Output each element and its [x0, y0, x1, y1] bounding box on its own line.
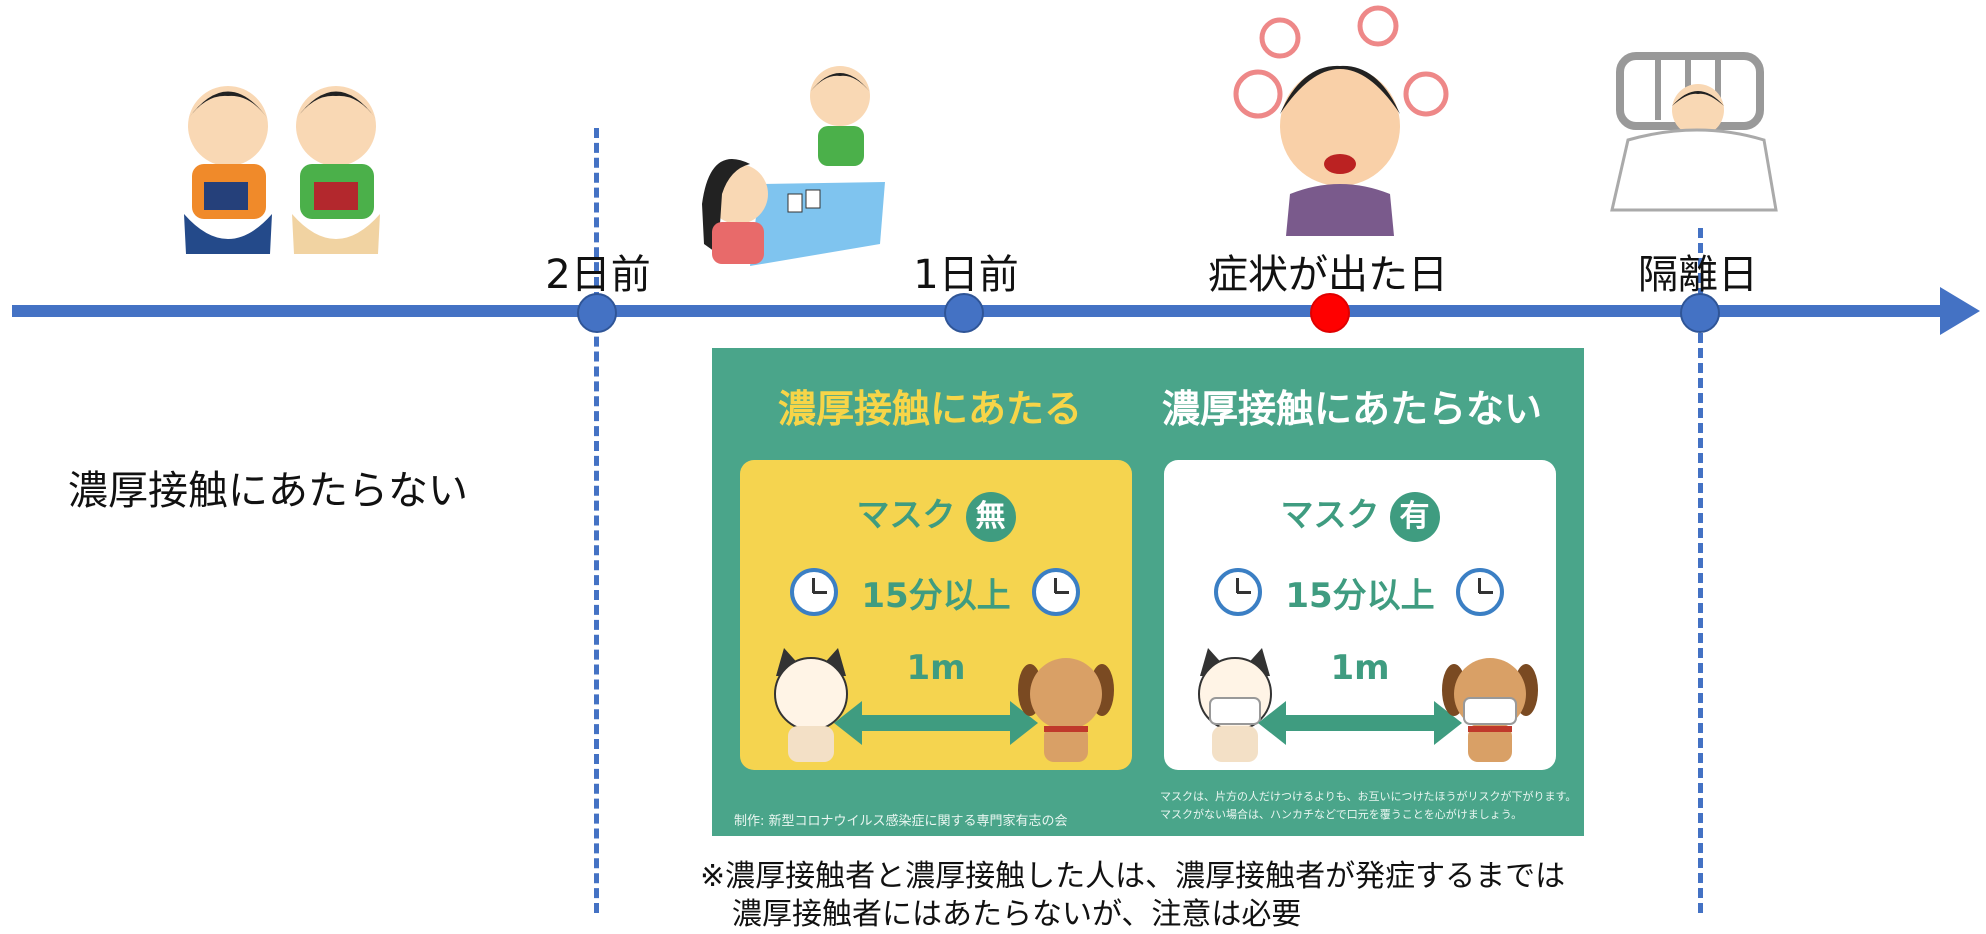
poster-right-heading: 濃厚接触にあたらない [1162, 387, 1543, 431]
mask-row: マスク無 [740, 488, 1132, 542]
marker-2-days-before [577, 293, 617, 333]
mask-label: マスク [856, 495, 956, 534]
clock-icon [1456, 568, 1504, 616]
panel-not-close-contact: マスク有 15分以上 1m [1164, 460, 1556, 770]
marker-isolation-day [1680, 293, 1720, 333]
mask-row: マスク有 [1164, 488, 1556, 542]
poster-note-line2: マスクがない場合は、ハンカチなどで口元を覆うことを心がけましょう。 [1160, 808, 1523, 821]
patient-in-bed-icon [1610, 52, 1778, 212]
label-1-day-before: 1日前 [913, 252, 1019, 298]
distance-label: 1m [906, 648, 966, 688]
dashed-line-2-days-before [594, 128, 599, 913]
children-playing-cards [702, 66, 885, 266]
marker-1-day-before [944, 293, 984, 333]
not-close-contact-label: 濃厚接触にあたらない [68, 468, 468, 514]
marker-symptom-day [1310, 293, 1350, 333]
timeline-arrowhead [1940, 287, 1980, 335]
poster-credit: 制作: 新型コロナウイルス感染症に関する専門家有志の会 [734, 814, 1068, 829]
children-playing-game [184, 86, 380, 254]
cat-icon [774, 648, 848, 762]
distance-arrow [1258, 701, 1462, 745]
clock-icon [790, 568, 838, 616]
panel-close-contact: マスク無 15分以上 1m [740, 460, 1132, 770]
poster-note-line1: マスクは、片方の人だけつけるよりも、お互いにつけたほうがリスクが下がります。 [1160, 790, 1577, 803]
dashed-line-isolation-day [1698, 228, 1703, 913]
sick-person-icon [1233, 5, 1449, 236]
clock-icon [1214, 568, 1262, 616]
masked-cat-icon [1198, 648, 1272, 762]
clock-icon [1032, 568, 1080, 616]
distance-arrow [834, 701, 1038, 745]
label-symptom-day: 症状が出た日 [1208, 252, 1448, 298]
poster-left-heading: 濃厚接触にあたる [778, 387, 1083, 431]
distance-label: 1m [1330, 648, 1390, 688]
close-contact-poster: 濃厚接触にあたる 濃厚接触にあたらない マスク無 15分以上 1m マスク有 1… [712, 348, 1584, 836]
mask-label: マスク [1280, 495, 1380, 534]
duration-label: 15分以上 [1285, 576, 1435, 616]
label-2-days-before: 2日前 [545, 252, 651, 298]
with-mask-badge: 有 [1389, 491, 1440, 542]
footnote: ※濃厚接触者と濃厚接触した人は、濃厚接触者が発症するまでは 濃厚接触者にはあたら… [700, 858, 1565, 934]
duration-label: 15分以上 [861, 576, 1011, 616]
masked-dog-icon [1442, 658, 1538, 762]
dog-icon [1018, 658, 1114, 762]
footnote-line1: ※濃厚接触者と濃厚接触した人は、濃厚接触者が発症するまでは [700, 859, 1566, 894]
footnote-line2: 濃厚接触者にはあたらないが、注意は必要 [732, 897, 1302, 932]
no-mask-badge: 無 [965, 491, 1016, 542]
label-isolation-day: 隔離日 [1638, 252, 1758, 298]
